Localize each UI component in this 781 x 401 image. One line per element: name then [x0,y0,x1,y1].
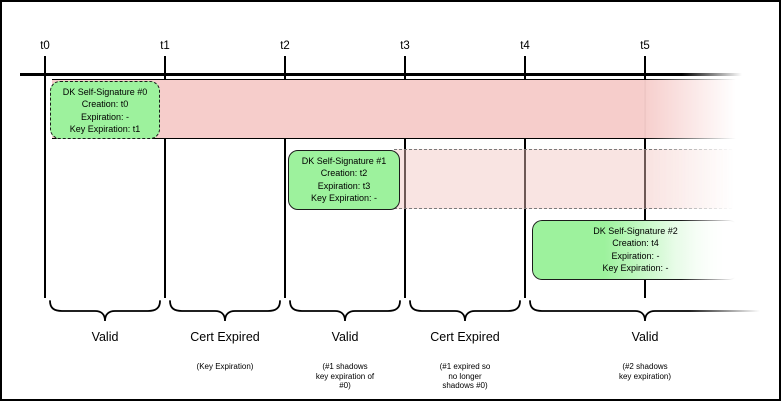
tick-line-t3 [404,56,406,298]
period-note-3: (#1 shadows key expiration of #0) [315,362,375,390]
tick-label-t0: t0 [40,40,50,52]
tick-line-t5 [644,56,646,298]
period-group-2: Cert Expired (Key Expiration) [150,330,300,372]
key-expiration-band-sig0 [52,79,772,139]
tick-line-t1 [164,56,166,298]
tick-label-t4: t4 [520,40,530,52]
period-group-1: Valid [30,330,180,362]
tick-line-t0 [44,56,46,298]
signature-box-1-title: DK Self-Signature #1 [301,156,387,166]
signature-box-1-key-expiration: Key Expiration: - [310,193,378,204]
signature-box-0-key-expiration: Key Expiration: t1 [69,124,141,135]
tick-label-t3: t3 [400,40,410,52]
signature-box-1-creation: Creation: t2 [320,168,368,179]
period-note-4: (#1 expired so no longer shadows #0) [439,362,491,390]
period-group-4: Cert Expired (#1 expired so no longer sh… [390,330,540,391]
tick-line-t4 [524,56,526,298]
signature-box-1-expiration: Expiration: t3 [317,180,371,191]
signature-box-0: DK Self-Signature #0 Creation: t0 Expira… [50,81,160,139]
period-brace-4 [409,300,521,322]
period-group-5: Valid (#2 shadows key expiration) [570,330,720,381]
signature-box-0-creation: Creation: t0 [81,99,129,110]
signature-box-2-key-expiration: Key Expiration: - [602,263,669,274]
signature-box-0-expiration: Expiration: - [80,111,130,122]
signature-box-2-title: DK Self-Signature #2 [593,226,678,236]
period-note-5: (#2 shadows key expiration) [618,362,672,381]
period-label-1: Valid [91,330,119,344]
signature-box-2-expiration: Expiration: - [611,250,660,261]
signature-box-2-creation: Creation: t4 [612,238,659,249]
tick-label-t1: t1 [160,40,170,52]
period-label-4: Cert Expired [430,330,500,344]
period-label-2: Cert Expired [190,330,260,344]
tick-line-t2 [284,56,286,298]
time-axis-line [20,73,772,76]
key-expiration-band-sig1-shadowed [394,149,772,209]
period-label-3: Valid [331,330,359,344]
signature-box-2: DK Self-Signature #2 Creation: t4 Expira… [532,220,739,280]
period-group-3: Valid (#1 shadows key expiration of #0) [270,330,420,391]
period-brace-5 [529,300,771,322]
period-brace-2 [169,300,281,322]
period-label-5: Valid [631,330,659,344]
tick-label-t2: t2 [280,40,290,52]
period-brace-3 [289,300,401,322]
signature-box-1: DK Self-Signature #1 Creation: t2 Expira… [288,150,400,210]
tick-label-t5: t5 [640,40,650,52]
period-brace-1 [49,300,161,322]
signature-box-0-title: DK Self-Signature #0 [62,87,148,97]
period-note-2: (Key Expiration) [196,362,254,371]
